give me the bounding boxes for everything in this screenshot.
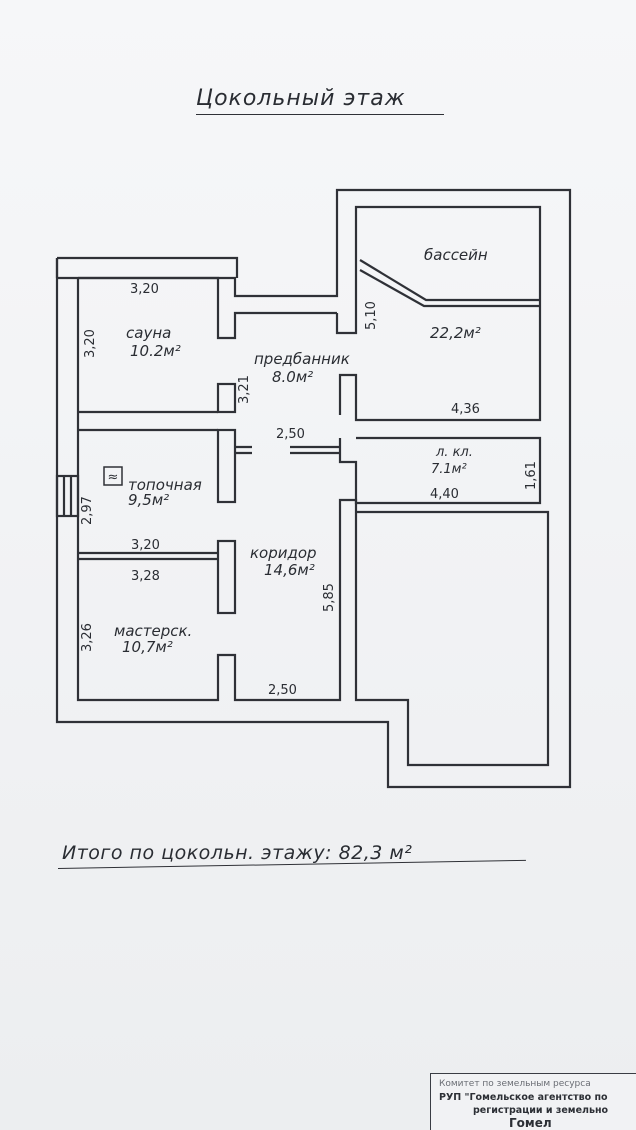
room-sauna-name: сауна bbox=[126, 324, 171, 342]
room-predbannik-area: 8.0м² bbox=[272, 368, 313, 386]
dim-lkl-width: 4,40 bbox=[430, 487, 459, 502]
room-topochnaya-name: топочная bbox=[128, 476, 202, 494]
room-sauna-area: 10.2м² bbox=[130, 342, 181, 360]
stamp-line-4: Гомел bbox=[509, 1117, 552, 1130]
dim-topochnaya-width: 3,20 bbox=[131, 538, 160, 553]
dim-topochnaya-height: 2,97 bbox=[80, 496, 95, 525]
dim-koridor-width: 2,50 bbox=[268, 683, 297, 698]
room-predbannik-name: предбанник bbox=[254, 350, 350, 368]
title-underline bbox=[196, 114, 444, 115]
room-pool-name: бассейн bbox=[424, 246, 488, 264]
room-lkl-name: л. кл. bbox=[435, 445, 473, 460]
dim-predbannik-width: 2,50 bbox=[276, 427, 305, 442]
boiler-icon bbox=[103, 466, 123, 486]
stamp-line-1: Комитет по земельным ресурса bbox=[439, 1079, 591, 1089]
partitions bbox=[55, 259, 540, 615]
dim-lkl-height: 1,61 bbox=[524, 461, 539, 490]
floor-title: Цокольный этаж bbox=[196, 86, 406, 111]
total-area-line: Итого по цокольн. этажу: 82,3 м² bbox=[62, 842, 413, 864]
outer-walls bbox=[55, 188, 572, 789]
dim-pool-width: 4,36 bbox=[451, 402, 480, 417]
room-masterskaya-area: 10,7м² bbox=[122, 638, 173, 656]
room-koridor-name: коридор bbox=[250, 544, 317, 562]
room-pool-area: 22,2м² bbox=[430, 324, 481, 342]
room-koridor-area: 14,6м² bbox=[264, 561, 315, 579]
stamp-line-2: РУП "Гомельское агентство по bbox=[439, 1092, 608, 1103]
stamp-line-3: регистрации и земельно bbox=[473, 1105, 609, 1116]
room-lkl-area: 7.1м² bbox=[431, 462, 467, 477]
dim-predbannik-height: 3,21 bbox=[237, 375, 252, 404]
dim-masterskaya-width: 3,28 bbox=[131, 569, 160, 584]
boiler-symbol: ≈ bbox=[108, 470, 119, 485]
registration-stamp: Комитет по земельным ресурса РУП "Гомель… bbox=[430, 1073, 636, 1130]
dim-sauna-width: 3,20 bbox=[130, 282, 159, 297]
room-masterskaya-name: мастерск. bbox=[114, 622, 192, 640]
dim-koridor-height: 5,85 bbox=[322, 583, 337, 612]
dim-masterskaya-height: 3,26 bbox=[80, 623, 95, 652]
room-topochnaya-area: 9,5м² bbox=[128, 491, 169, 509]
dim-pool-height: 5,10 bbox=[364, 301, 379, 330]
dim-sauna-height: 3,20 bbox=[83, 329, 98, 358]
